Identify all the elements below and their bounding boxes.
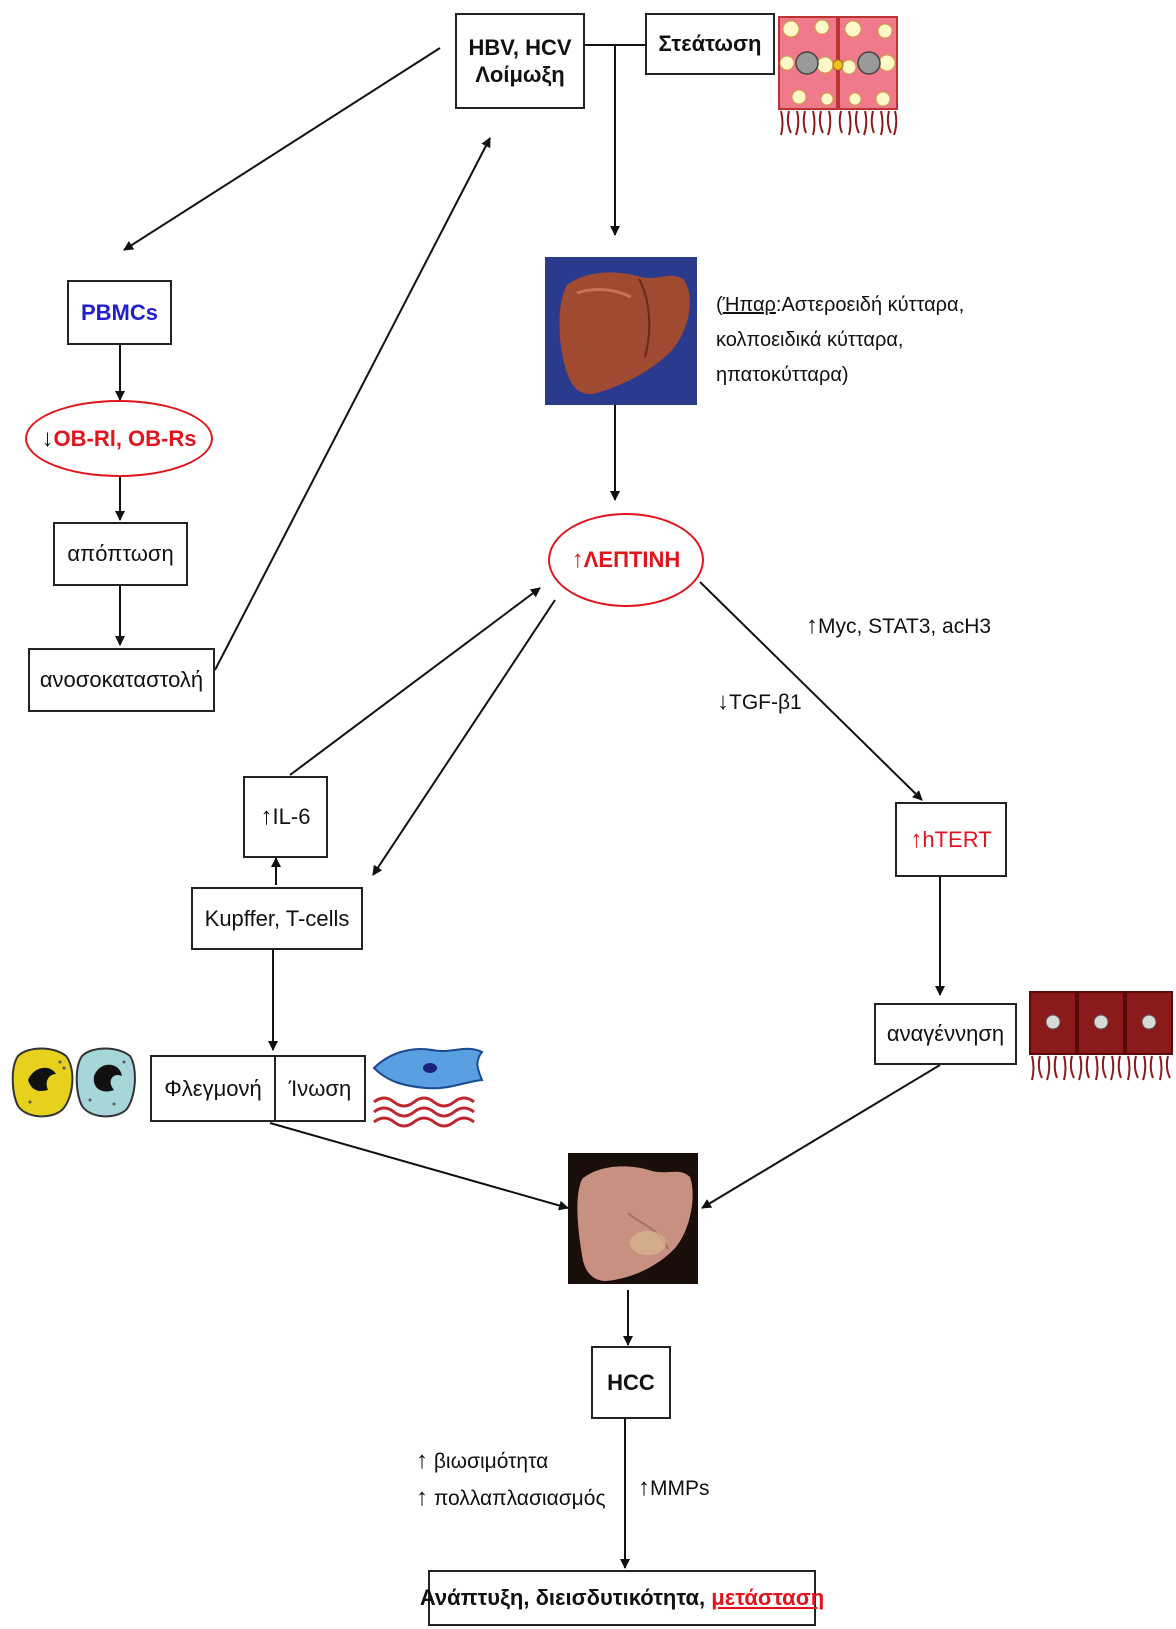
hcc-label: HCC: [607, 1369, 655, 1395]
leptin-up-arrow: ↑: [571, 546, 584, 573]
leptin-label: ΛΕΠΤΙΝΗ: [583, 547, 681, 572]
ob-receptors-ellipse: ↓ OB-Rl, OB-Rs: [25, 400, 213, 477]
arrow-infection-to-pbmcs: [123, 47, 441, 251]
infection-sublabel: Λοίμωξη: [475, 62, 565, 87]
viability-annotation: ↑ βιωσιμότητα ↑ πολλαπλασιασμός: [416, 1443, 606, 1517]
viability-row: ↑ βιωσιμότητα: [416, 1443, 606, 1480]
tgf-down-arrow: ↓: [717, 688, 729, 715]
liver-image: [545, 257, 697, 405]
outcome-metastasis-label: μετάσταση: [711, 1585, 825, 1611]
fibroblast-image: [372, 1047, 484, 1128]
regeneration-label: αναγέννηση: [886, 1021, 1005, 1047]
ob-receptors-label: OB-Rl, OB-Rs: [53, 425, 197, 451]
regeneration-box: αναγέννηση: [874, 1003, 1017, 1065]
apoptosis-label: απόπτωση: [67, 541, 174, 567]
apoptosis-box: απόπτωση: [53, 522, 188, 586]
mmps-annotation: ↑MMPs: [638, 1474, 710, 1502]
il6-label: IL-6: [272, 804, 311, 830]
myc-annotation: ↑Myc, STAT3, acH3: [806, 612, 991, 640]
regeneration-tissue-image: [1029, 991, 1173, 1081]
leptin-ellipse: ↑ ΛΕΠΤΙΝΗ: [548, 513, 704, 607]
arrow-inflammation-to-hcc-liver: [269, 1122, 569, 1211]
myc-label: Myc, STAT3, acH3: [818, 615, 992, 638]
mmps-label: MMPs: [650, 1477, 710, 1500]
viability-up-arrow: ↑: [416, 1447, 428, 1474]
liver-underlined-word: Ήπαρ: [722, 294, 776, 316]
fibrosis-box: Ίνωση: [274, 1055, 366, 1122]
outcome-box: Ανάπτυξη, διεισδυτικότητα, μετάσταση: [420, 1570, 824, 1626]
htert-up-arrow: ↑: [910, 825, 923, 853]
arrow-immunosuppression-to-infection: [214, 137, 491, 671]
il6-up-arrow: ↑: [260, 803, 273, 830]
fibrosis-label: Ίνωση: [288, 1075, 352, 1101]
immune-cells-image: [11, 1047, 136, 1118]
arrow-leptin-to-kupffer: [372, 599, 556, 876]
htert-box: ↑hTERT: [895, 802, 1007, 877]
arrow-il6-to-leptin: [289, 587, 541, 776]
proliferation-row: ↑ πολλαπλασιασμός: [416, 1480, 606, 1517]
steatosis-box: Στεάτωση: [645, 13, 775, 75]
arrow-regeneration-to-hcc-liver: [701, 1064, 941, 1209]
arrow-leptin-to-htert: [699, 581, 923, 801]
viability-label: βιωσιμότητα: [433, 1450, 549, 1473]
ob-down-arrow: ↓: [41, 424, 54, 452]
il6-box: ↑IL-6: [243, 776, 328, 858]
pbmcs-label: PBMCs: [80, 299, 158, 325]
kupffer-box: Kupffer, T-cells: [191, 887, 363, 950]
inflammation-box: Φλεγμονή: [150, 1055, 276, 1122]
hcc-box: HCC: [591, 1346, 671, 1419]
steatosis-label: Στεάτωση: [658, 31, 762, 57]
hcc-liver-image: [568, 1153, 698, 1284]
liver-cells-line2: κολποειδικά κύτταρα,: [716, 329, 904, 351]
liver-cells-line3: ηπατοκύτταρα): [716, 364, 849, 386]
outcome-label: Ανάπτυξη, διεισδυτικότητα,: [419, 1585, 706, 1611]
infection-label: HBV, HCV: [468, 34, 572, 60]
liver-cells-text: (Ήπαρ:Αστεροειδή κύτταρα, κολποειδικά κύ…: [716, 288, 964, 393]
tgf-annotation: ↓TGF-β1: [717, 688, 802, 716]
inflammation-label: Φλεγμονή: [164, 1075, 262, 1101]
proliferation-up-arrow: ↑: [416, 1484, 428, 1511]
infection-box: HBV, HCV Λοίμωξη: [455, 13, 585, 109]
pbmcs-box: PBMCs: [67, 280, 172, 345]
proliferation-label: πολλαπλασιασμός: [433, 1487, 606, 1510]
steatosis-tissue-image: [778, 16, 898, 136]
liver-cells-line1: (Ήπαρ:Αστεροειδή κύτταρα,: [716, 294, 965, 316]
mmps-up-arrow: ↑: [638, 1474, 650, 1501]
myc-up-arrow: ↑: [806, 612, 818, 639]
htert-label: hTERT: [922, 826, 992, 852]
tgf-label: TGF-β1: [729, 691, 802, 714]
immunosuppression-box: ανοσοκαταστολή: [28, 648, 215, 712]
immunosuppression-label: ανοσοκαταστολή: [39, 667, 204, 693]
kupffer-label: Kupffer, T-cells: [204, 905, 350, 931]
